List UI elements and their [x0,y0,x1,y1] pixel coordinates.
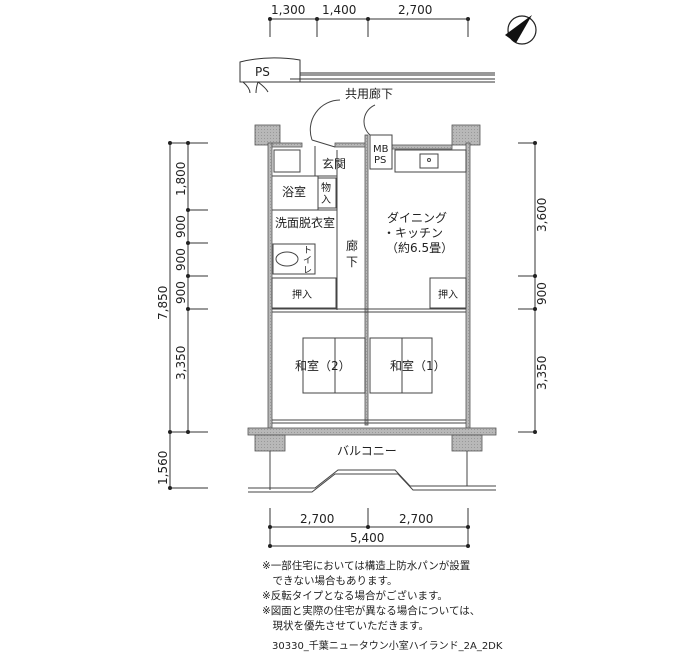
closet-left [271,277,337,309]
note-line-1: ※一部住宅においては構造上防水パンが設置 [262,560,471,572]
label-entrance: 玄関 [322,156,346,171]
label-common-corridor: 共用廊下 [345,86,393,101]
dim-top-3: 2,700 [398,3,432,17]
dim-top-2: 1,400 [322,3,356,17]
dim-bottom-1: 2,700 [300,512,334,526]
label-closet-right: 押入 [438,288,458,301]
label-dk-3: （約6.5畳） [386,240,453,255]
walls [247,124,497,452]
note-line-3: ※反転タイプとなる場合がございます。 [262,590,448,602]
label-dk-2: ・キッチン [383,226,443,240]
dim-right-3: 3,350 [535,356,549,390]
kitchen-counter [394,149,467,173]
label-ps2: PS [374,155,386,166]
plan-caption: 30330_千葉ニュータウン小室ハイランド_2A_2DK [272,641,503,652]
label-bath: 浴室 [282,184,306,199]
label-toilet-1: ト [303,246,312,256]
north-compass-icon [505,15,537,45]
label-storage-1: 物 [321,181,331,194]
label-ps: PS [255,65,270,79]
dim-left-5: 3,350 [174,346,188,380]
dim-right-1: 3,600 [535,198,549,232]
label-hall-2: 下 [346,255,358,269]
mbps-box [369,134,393,170]
dim-bottom-2: 2,700 [399,512,433,526]
top-dimension-line [269,18,469,37]
toilet-room [272,243,316,275]
dim-top-1: 1,300 [271,3,305,17]
dim-bottom-total: 5,400 [350,531,384,545]
closet-right [429,277,467,309]
sink [419,153,439,169]
interior-lines [248,99,496,493]
label-storage-2: 入 [321,195,331,206]
label-mb: MB [373,144,389,155]
label-washitsu-2: 和室（2） [295,358,351,373]
dim-left-1: 1,800 [174,162,188,196]
label-washitsu-1: 和室（1） [390,358,446,373]
label-closet-left: 押入 [292,288,312,301]
dim-left-total: 7,850 [156,286,170,320]
right-dimension-line [518,142,536,433]
dim-left-3: 900 [174,248,188,271]
ps-shaft [239,57,301,83]
bathtub [273,149,301,173]
label-toilet-3: レ [303,266,312,276]
note-line-4: ※図面と実際の住宅が異なる場合については、 [262,605,481,617]
label-dk-1: ダイニング [387,210,447,225]
label-washroom: 洗面脱衣室 [275,215,335,230]
label-balcony: バルコニー [337,444,397,458]
dim-right-2: 900 [535,282,549,305]
label-toilet-2: イ [303,256,312,266]
dim-left-balcony: 1,560 [156,451,170,485]
dim-left-4: 900 [174,281,188,304]
note-line-2: できない場合もあります。 [262,575,398,587]
note-line-5: 現状を優先させていただきます。 [262,620,429,632]
label-hall-1: 廊 [346,238,358,253]
dim-left-2: 900 [174,215,188,238]
